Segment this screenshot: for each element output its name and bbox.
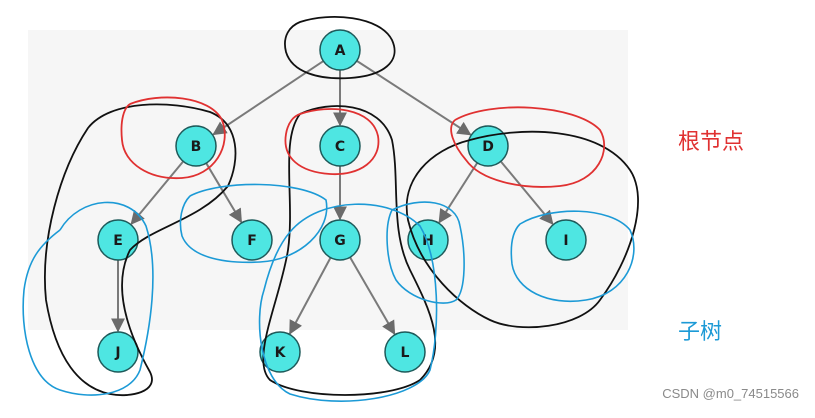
node-circle: [467, 125, 509, 167]
root-circle-b: [120, 96, 226, 179]
node-label: B: [191, 139, 202, 155]
subtree-outline-d: [405, 130, 639, 329]
edge-d-i: [500, 160, 554, 225]
edge-g-l: [349, 256, 396, 336]
root-circle-d: [450, 106, 605, 188]
subtree-outline-c: [262, 105, 437, 396]
node-h: H: [407, 219, 449, 261]
edge-a-b: [212, 60, 324, 136]
subtree-scribble-f: [179, 183, 328, 264]
node-circle: [231, 219, 273, 261]
node-label: K: [275, 345, 287, 361]
root-node-label: 根节点: [678, 130, 745, 155]
node-circle: [175, 125, 217, 167]
subtree-scribble-h: [386, 201, 465, 304]
node-circle: [384, 331, 426, 373]
node-i: I: [545, 219, 587, 261]
node-l: L: [384, 331, 426, 373]
node-g: G: [319, 219, 361, 261]
node-label: J: [114, 345, 120, 361]
node-k: K: [259, 331, 301, 373]
node-j: J: [97, 331, 139, 373]
edge-b-f: [205, 162, 243, 224]
node-b: B: [175, 125, 217, 167]
node-label: G: [334, 233, 346, 249]
subtree-legend: 子树: [678, 314, 722, 346]
node-label: D: [482, 139, 494, 155]
node-c: C: [319, 125, 361, 167]
subtree-scribble-i: [510, 210, 635, 302]
subtree-scribble-g: [258, 203, 438, 402]
node-circle: [259, 331, 301, 373]
node-label: A: [335, 43, 346, 59]
node-f: F: [231, 219, 273, 261]
subtree-label: 子树: [678, 320, 723, 345]
subtree-outline-b: [44, 103, 237, 397]
node-circle: [319, 125, 361, 167]
node-circle: [319, 29, 361, 71]
node-circle: [407, 219, 449, 261]
root-outline-a: [284, 16, 396, 80]
watermark: CSDN @m0_74515566: [662, 386, 799, 401]
root-node-legend: 根节点: [678, 124, 744, 156]
node-circle: [545, 219, 587, 261]
node-label: E: [113, 233, 123, 249]
node-circle: [319, 219, 361, 261]
node-a: A: [319, 29, 361, 71]
node-d: D: [467, 125, 509, 167]
node-label: H: [422, 233, 434, 249]
node-e: E: [97, 219, 139, 261]
node-label: C: [335, 139, 345, 155]
node-label: L: [401, 345, 410, 361]
edge-b-e: [130, 160, 184, 225]
node-label: I: [563, 233, 568, 249]
edge-g-k: [289, 257, 332, 335]
root-circle-c: [284, 108, 380, 175]
node-circle: [97, 219, 139, 261]
subtree-scribble-e-j: [22, 201, 154, 396]
node-label: F: [247, 233, 257, 249]
node-circle: [97, 331, 139, 373]
edge-d-h: [438, 162, 479, 224]
diagram-background: [28, 30, 628, 330]
